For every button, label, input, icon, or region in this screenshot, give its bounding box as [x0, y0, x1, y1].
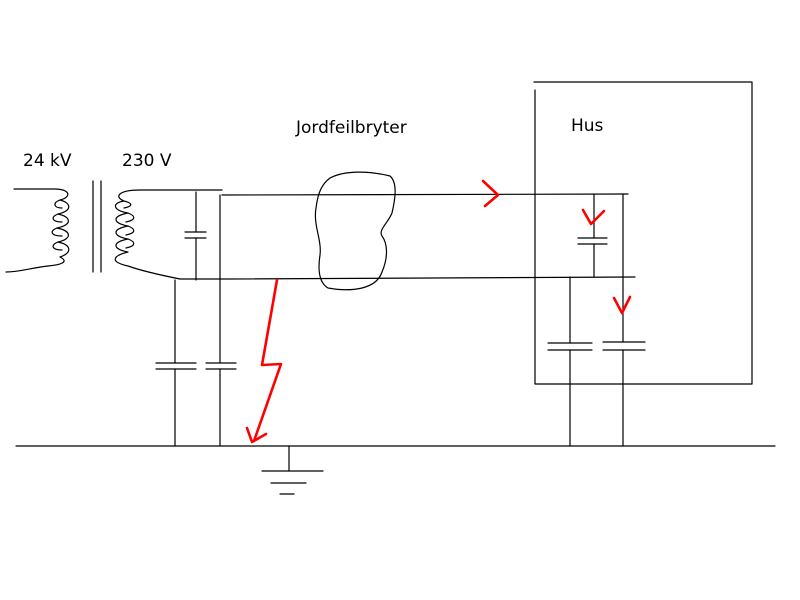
primary-winding-inner — [51, 199, 63, 251]
transformer-icon — [5, 180, 223, 280]
capacitor-icon — [184, 191, 207, 281]
capacitor-icon — [602, 193, 646, 447]
capacitor-icon — [205, 279, 237, 447]
secondary-winding-inner — [123, 200, 135, 249]
house-box — [533, 81, 753, 385]
rcd-blob — [314, 171, 396, 291]
primary-voltage-label: 24 kV — [23, 151, 72, 171]
secondary-winding — [114, 189, 223, 280]
capacitor-icon — [155, 279, 197, 447]
primary-winding — [5, 188, 70, 273]
ground-symbol-icon — [261, 445, 324, 495]
arrow-icon — [481, 179, 500, 208]
lightning-fault-icon — [245, 278, 283, 444]
secondary-bottom-bus — [179, 276, 636, 280]
arrow-icon — [612, 295, 632, 315]
arrow-icon — [581, 208, 606, 226]
rcd-label: Jordfeilbryter — [296, 118, 407, 138]
secondary-top-bus — [221, 193, 629, 196]
capacitor-icon — [577, 193, 608, 278]
secondary-voltage-label: 230 V — [122, 151, 172, 171]
house-label: Hus — [571, 116, 604, 136]
capacitor-icon — [547, 276, 593, 447]
